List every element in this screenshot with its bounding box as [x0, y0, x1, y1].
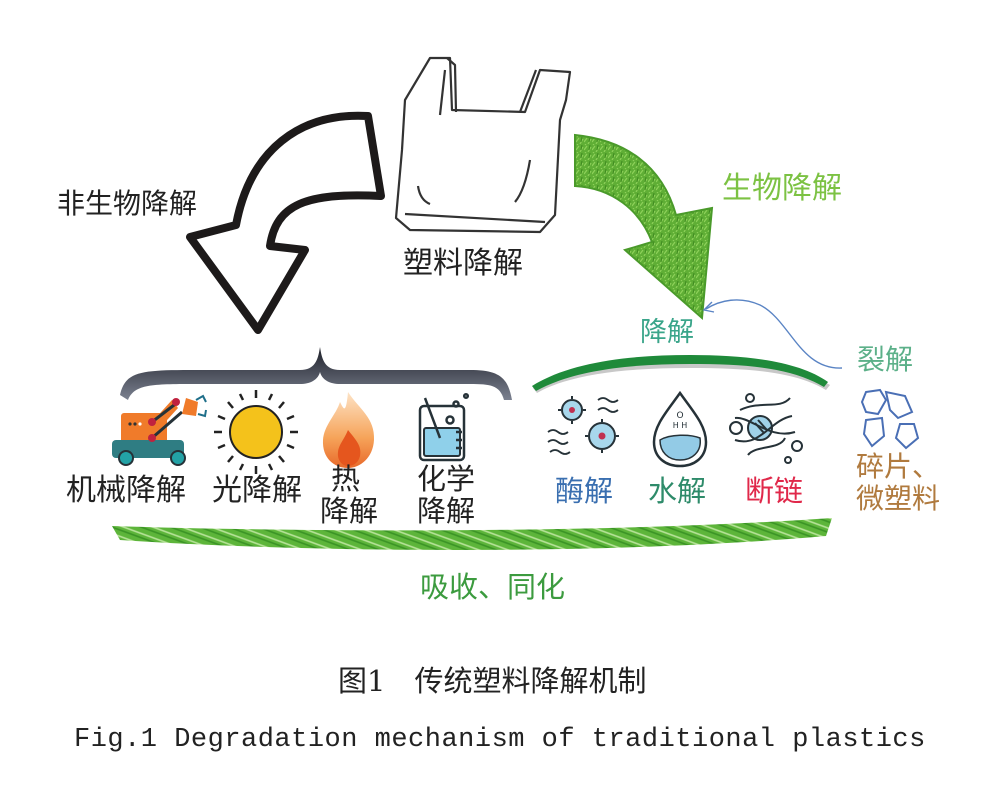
fragmentation-label: 裂解: [857, 343, 914, 376]
enzyme-icon: [547, 396, 619, 455]
abiotic-arrow-icon: [186, 111, 385, 334]
sun-icon: [214, 390, 298, 474]
plastic-degradation-label: 塑料降解: [403, 246, 523, 281]
method-label-photo: 光降解: [212, 473, 302, 508]
caption-chinese: 图1 传统塑料降解机制: [338, 664, 647, 698]
method-label-chemical-line1: 化学: [417, 462, 476, 496]
biotic-degradation-label: 生物降解: [722, 171, 842, 206]
method-label-chemical-line2: 降解: [417, 494, 476, 528]
method-label-mechanical: 机械降解: [66, 473, 186, 508]
flame-icon: [322, 392, 375, 468]
degradation-sublabel: 降解: [640, 317, 694, 348]
assimilation-stroke: [112, 518, 832, 550]
method-label-enzymatic: 酶解: [555, 474, 614, 508]
caption-english: Fig.1 Degradation mechanism of tradition…: [74, 725, 926, 755]
method-label-thermal-line1: 热: [331, 462, 361, 496]
chain-scission-icon: [729, 393, 803, 464]
fragments-icon: [860, 388, 920, 450]
svg-text:O: O: [676, 411, 683, 421]
connector-arrow: [702, 299, 843, 369]
biotic-arrow-icon: [574, 133, 714, 321]
plastic-bag-icon: [394, 56, 572, 234]
svg-text:H H: H H: [673, 421, 688, 430]
abiotic-degradation-label: 非生物降解: [57, 187, 198, 220]
robot-arm-icon: [112, 394, 207, 466]
abiotic-bracket: [120, 347, 512, 400]
method-label-hydrolysis: 水解: [648, 474, 707, 508]
method-label-thermal-line2: 降解: [320, 494, 379, 528]
method-label-chain-scission: 断链: [745, 474, 804, 508]
beaker-icon: [418, 392, 470, 462]
water-drop-icon: O H H: [652, 390, 708, 468]
assimilation-label: 吸收、同化: [420, 570, 566, 604]
biotic-bracket: [532, 355, 830, 393]
fragments-label-line1: 碎片、: [856, 450, 941, 483]
fragments-label-line2: 微塑料: [856, 482, 941, 515]
